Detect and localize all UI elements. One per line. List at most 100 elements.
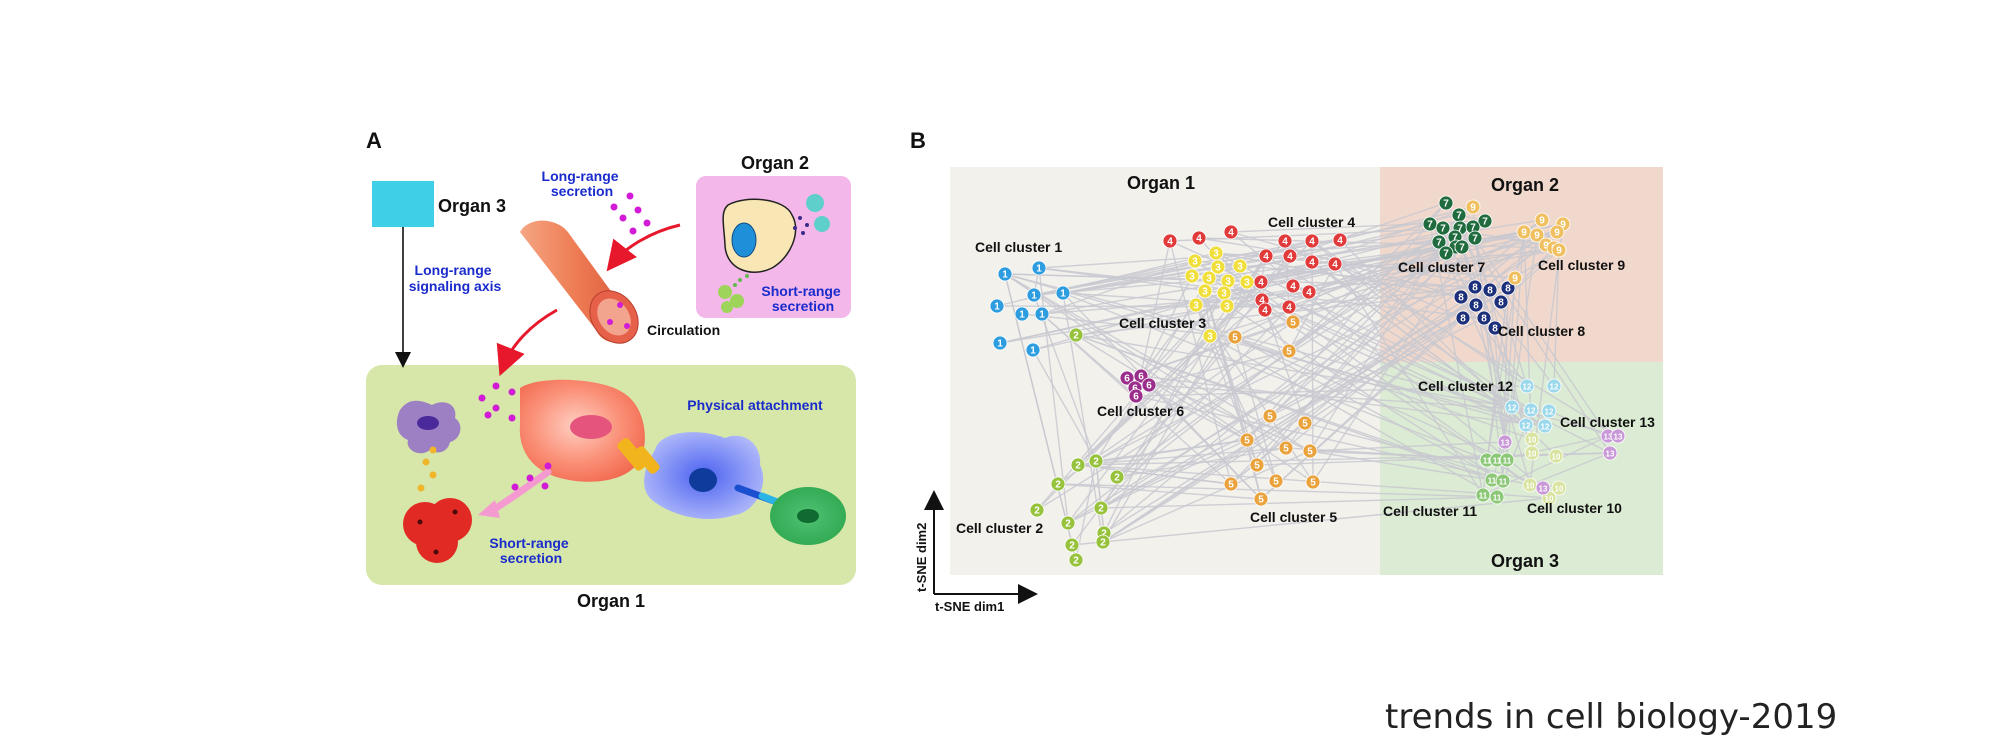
cell-node-cluster-6: 6 — [1128, 388, 1144, 404]
cell-node-id: 10 — [1528, 450, 1537, 459]
panel-a-letter: A — [366, 128, 382, 153]
network-edge — [1506, 231, 1525, 461]
cell-node-id: 3 — [1193, 301, 1199, 312]
network-edge — [1116, 447, 1287, 478]
cell-node-circle — [1055, 285, 1071, 301]
cell-node-cluster-12: 12 — [1518, 417, 1534, 433]
long-range-dots — [610, 192, 651, 235]
cell-node-id: 11 — [1488, 477, 1497, 486]
cell-node-circle — [1467, 230, 1483, 246]
organ1-yellow-dots — [417, 446, 437, 492]
cell-node-circle — [997, 266, 1013, 282]
network-edge — [1548, 410, 1609, 437]
cell-node-circle — [1029, 502, 1045, 518]
cell-node-id: 4 — [1337, 236, 1343, 247]
cell-node-cluster-11: 11 — [1475, 487, 1491, 503]
cell-node-circle — [1191, 230, 1207, 246]
cell-node-cluster-9: 9 — [1465, 199, 1481, 215]
long-range-secretion-label: Long-range secretion — [542, 168, 623, 199]
network-edge — [1100, 277, 1516, 509]
b-organ1-label: Organ 1 — [1127, 173, 1195, 193]
cell-node-cluster-2: 2 — [1095, 534, 1111, 550]
cell-node-cluster-8: 8 — [1493, 294, 1509, 310]
cell-node-cluster-1: 1 — [1031, 260, 1047, 276]
network-edge — [1269, 237, 1476, 417]
cell-node-id: 4 — [1263, 252, 1269, 263]
cell-node-id: 7 — [1443, 199, 1449, 210]
cell-node-id: 5 — [1244, 436, 1250, 447]
cell-node-id: 12 — [1545, 408, 1554, 417]
cell-node-id: 6 — [1138, 372, 1144, 383]
cluster-9-label: Cell cluster 9 — [1538, 257, 1625, 273]
cell-node-circle — [1551, 480, 1567, 496]
physical-attachment-label: Physical attachment — [687, 397, 823, 413]
network-edge — [1004, 273, 1311, 452]
blood-vessel — [520, 220, 639, 344]
cell-node-circle — [1551, 242, 1567, 258]
cell-node-circle — [1268, 473, 1284, 489]
network-edge — [1288, 286, 1476, 308]
cell-node-id: 10 — [1555, 485, 1564, 494]
cell-node-id: 2 — [1098, 504, 1104, 515]
cell-node-id: 5 — [1283, 444, 1289, 455]
central-cell-nucleus — [570, 415, 612, 439]
cell-node-id: 9 — [1554, 228, 1560, 239]
cell-node-id: 6 — [1133, 392, 1139, 403]
cell-node-id: 7 — [1459, 243, 1465, 254]
cell-node-circle — [1482, 282, 1498, 298]
cell-node-id: 4 — [1196, 234, 1202, 245]
cell-node-cluster-13: 13 — [1497, 434, 1513, 450]
network-edge — [1339, 206, 1474, 241]
cell-node-id: 8 — [1492, 324, 1498, 335]
cell-node-cluster-2: 2 — [1109, 469, 1125, 485]
cell-node-circle — [1455, 310, 1471, 326]
cell-node-circle — [1210, 259, 1226, 275]
cell-node-circle — [1060, 515, 1076, 531]
cell-node-cluster-8: 8 — [1468, 297, 1484, 313]
cell-node-cluster-4: 4 — [1281, 299, 1297, 315]
cell-node-id: 8 — [1472, 283, 1478, 294]
cell-node-circle — [1529, 227, 1545, 243]
cell-node-cluster-5: 5 — [1249, 457, 1265, 473]
cell-node-cluster-5: 5 — [1281, 343, 1297, 359]
cell-node-circle — [1297, 415, 1313, 431]
network-edge — [1102, 450, 1311, 543]
cell-node-cluster-5: 5 — [1253, 491, 1269, 507]
cell-node-id: 4 — [1306, 288, 1312, 299]
network-edge — [1095, 231, 1558, 462]
network-edge — [1285, 223, 1564, 449]
network-edge — [1077, 439, 1248, 466]
organ2-secreted-dots — [733, 216, 809, 287]
cell-node-cluster-1: 1 — [1055, 285, 1071, 301]
cell-node-cluster-13: 13 — [1602, 445, 1618, 461]
cell-node-id: 4 — [1259, 296, 1265, 307]
cell-node-cluster-12: 12 — [1523, 402, 1539, 418]
cell-node-cluster-10: 10 — [1524, 431, 1540, 447]
cell-node-circle — [1025, 342, 1041, 358]
cell-node-cluster-2: 2 — [1088, 453, 1104, 469]
cell-node-cluster-10: 10 — [1524, 445, 1540, 461]
cell-node-cluster-3: 3 — [1201, 270, 1217, 286]
cell-node-circle — [1088, 453, 1104, 469]
cell-node-cluster-2: 2 — [1050, 476, 1066, 492]
cell-node-circle — [1187, 253, 1203, 269]
network-edge — [1075, 460, 1097, 561]
cell-node-id: 13 — [1539, 485, 1548, 494]
cell-node-id: 4 — [1332, 260, 1338, 271]
cell-node-id: 4 — [1309, 258, 1315, 269]
cell-node-cluster-4: 4 — [1277, 233, 1293, 249]
network-edge — [1033, 294, 1097, 462]
cell-node-circle — [1257, 302, 1273, 318]
cell-node-circle — [1282, 248, 1298, 264]
cell-node-cluster-3: 3 — [1219, 298, 1235, 314]
network-edge — [1208, 231, 1558, 279]
cell-node-id: 2 — [1073, 556, 1079, 567]
cell-node-cluster-4: 4 — [1257, 302, 1273, 318]
cell-node-circle — [1487, 320, 1503, 336]
cell-node-cluster-1: 1 — [1025, 342, 1041, 358]
network-edge — [1309, 450, 1508, 461]
cell-node-circle — [1499, 452, 1515, 468]
cell-node-id: 5 — [1302, 419, 1308, 430]
